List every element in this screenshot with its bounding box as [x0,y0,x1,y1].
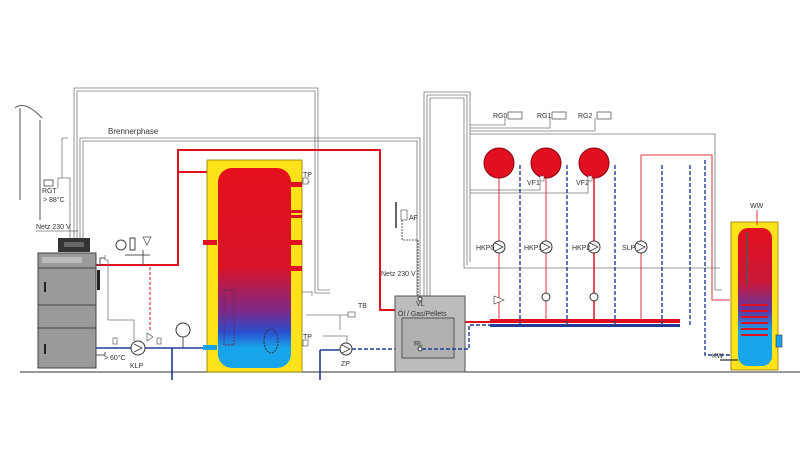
radiator-1-icon [530,147,562,179]
heating-circuit-0 [483,147,521,325]
boiler-body [37,252,97,369]
netz-left-label: Netz 230 V [36,224,71,231]
safety-group [115,236,152,265]
hkp2-pump-icon [587,240,601,254]
klp-label: KLP [130,363,144,370]
vl-label: VL [416,301,425,308]
rg0-label: RG0 [493,113,508,120]
mixing-valve-0-icon [493,295,505,305]
zp-label: ZP [341,361,350,368]
flow-manifold [490,319,680,322]
tp-bottom-label: TP [303,334,312,341]
netz-right-label: Netz 230 V [381,271,416,278]
hkp2-label: HKP2 [572,245,590,252]
expansion-vessel-icon [175,322,191,338]
kw-label: KW [712,353,724,360]
tp-top-sensor-icon [302,177,309,185]
ww-label: WW [750,203,764,210]
solid-fuel-boiler [37,238,100,369]
af-label: AF [409,215,418,222]
rg2-controller-icon [596,111,612,120]
tb-sensor-icon [347,311,356,318]
gas-oil-pellet-boiler [394,295,466,373]
rgt-temp-label: > 88°C [43,196,65,204]
tp-top-label: TP [303,172,312,179]
storage-load-circuit [634,154,735,356]
slp-label: SLP [622,245,636,252]
rg0-controller-icon [507,111,523,120]
rgt-label: RGT [42,188,58,195]
rl-label: RL [414,341,423,348]
mixing-valve-2-icon [589,292,599,302]
brennerphase-label: Brennerphase [108,127,159,136]
rg1-controller-icon [551,111,567,120]
valve-icon [146,332,154,342]
control-wiring [57,87,722,330]
return-temp-label: > 60°C [104,354,126,362]
pressure-gauge-icon [115,239,127,251]
safety-valve-icon [142,236,152,246]
thermometer-icon [156,337,162,345]
heating-circuit-2 [578,147,616,325]
room-controllers: RG0 RG1 RG2 [493,111,612,120]
rg1-label: RG1 [537,113,552,120]
mixing-valve-1-icon [541,292,551,302]
hkp1-pump-icon [539,240,553,254]
radiator-2-icon [578,147,610,179]
heating-circuit-1 [530,147,568,325]
buffer-tank [203,159,303,373]
hkp0-pump-icon [492,240,506,254]
rgt-sensor-icon [43,179,54,187]
vf2-label: VF2 [576,180,589,187]
return-thermometer-icon [112,337,118,345]
hkp0-label: HKP0 [476,245,494,252]
af-sensor-icon [400,209,408,221]
fuel-label: Öl / Gas/Pellets [398,310,447,318]
radiator-0-icon [483,147,515,179]
klp-pump-icon [130,340,146,356]
vf1-label: VF1 [527,180,540,187]
return-manifold-bar [490,324,680,327]
tb-label: TB [358,303,367,310]
buffer-tank-water [218,168,291,368]
tp-bottom-sensor-icon [302,339,309,347]
heat-exchanger-flange [263,328,279,354]
dhw-tank [720,210,783,371]
hkp1-label: HKP1 [524,245,542,252]
chimney-outline [14,105,43,119]
slp-pump-icon [634,240,648,254]
rg2-label: RG2 [578,113,593,120]
